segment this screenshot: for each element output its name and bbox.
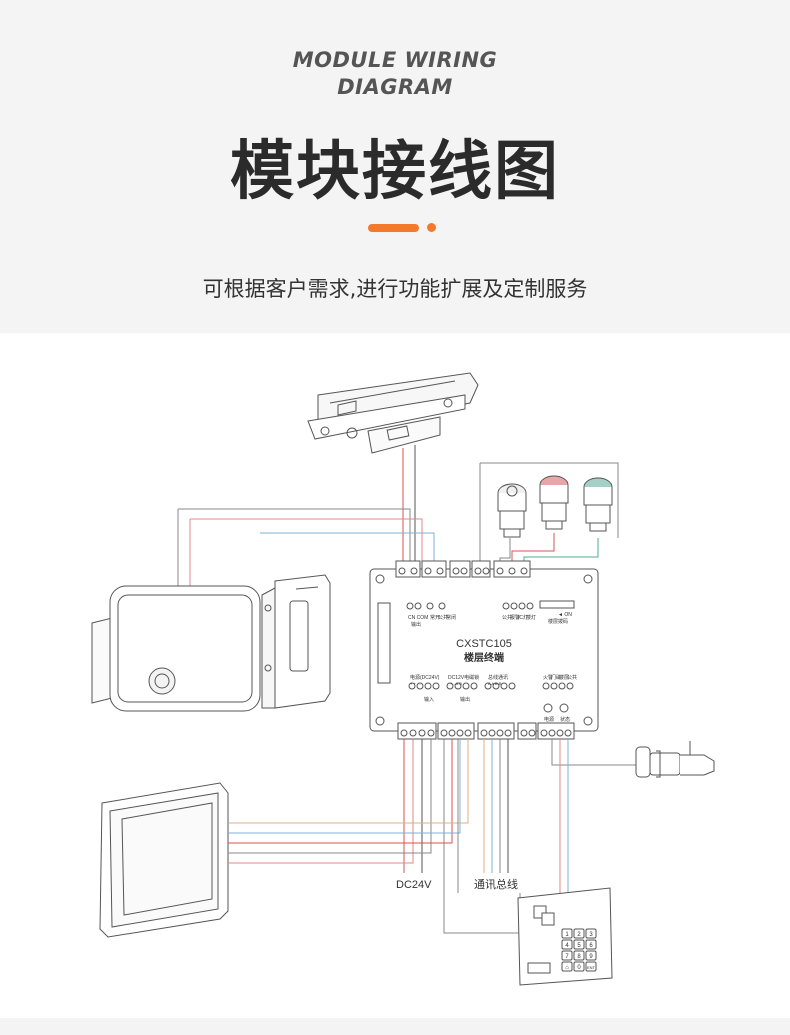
subtitle: 可根据客户需求,进行功能扩展及定制服务	[202, 277, 588, 301]
header-section: MODULE WIRING DIAGRAM 模块接线图 可根据客户需求,进行功能…	[0, 0, 790, 333]
sensor-label-3: 楼层	[559, 674, 569, 681]
keypad-key-box	[573, 939, 585, 950]
keypad-key-label: 0	[577, 965, 581, 971]
module-right-label-2: 报警	[510, 614, 520, 621]
dip-arrow: ◄ ON	[558, 612, 572, 618]
keypad-key-label: 7	[565, 954, 569, 960]
dip-label: 楼层拨码	[548, 618, 568, 625]
module-top-label-4: 常闭	[446, 614, 456, 621]
door-sensor	[635, 741, 715, 778]
lamp-white	[497, 483, 527, 538]
keypad-key-box	[573, 961, 585, 972]
module-top-label-2: 常开	[430, 614, 440, 621]
dc24v-label: DC24V	[396, 879, 432, 891]
module-top-label-3: 公共	[438, 614, 448, 621]
keypad-key-label: 1	[565, 932, 569, 938]
keypad-key-box	[561, 961, 573, 972]
keypad-keys: 1 2 3 4 5 6 7 8 9 ⌂ 0 ENT	[561, 928, 597, 972]
chinese-title: 模块接线图	[230, 135, 560, 209]
power-pins: + + - -	[410, 681, 421, 686]
electric-strike-lock	[307, 372, 479, 454]
keypad-key-box	[561, 950, 573, 961]
module-top-label-1: CN COM	[408, 615, 428, 621]
keypad-key-box	[585, 928, 597, 939]
keypad-key-box	[573, 950, 585, 961]
floor-terminal-module	[369, 560, 599, 740]
bus-label: 总线通讯	[488, 674, 508, 681]
keypad-key-box	[585, 950, 597, 961]
sensor-label-1: 火警	[543, 674, 553, 681]
lamp-red	[539, 475, 569, 530]
keypad-key-label: 3	[589, 932, 593, 938]
module-right-label-4: 楼灯	[526, 614, 536, 621]
indicator-lamps	[497, 475, 613, 538]
wiring-diagram: CXSTC105 楼层终端 CN COM 常开 公共 常闭 输出 公共 报警 I…	[91, 372, 715, 986]
power-label: 电源(DC24V)	[410, 674, 440, 681]
keypad-key-label: 6	[589, 943, 593, 949]
keypad-key-label: ⌂	[565, 965, 569, 971]
keypad-key-label: 5	[577, 943, 581, 949]
keypad-key-label: 2	[577, 932, 581, 938]
accent-dot	[427, 223, 436, 232]
accent-bar	[368, 224, 419, 232]
module-top-sub: 输出	[411, 621, 421, 628]
top-terminals	[395, 560, 531, 578]
module-name: 楼层终端	[464, 651, 504, 664]
keypad-key-label: 4	[565, 943, 569, 949]
led-label-2: 状态	[560, 716, 570, 723]
footer-strip	[0, 1018, 790, 1035]
keypad-key-box	[585, 961, 597, 972]
bus-pins: A A B B	[488, 681, 502, 686]
module-right-label-1: 公共	[502, 614, 512, 621]
input-label: 输入	[424, 696, 434, 703]
lock-label: DC12V电磁锁	[448, 674, 479, 681]
module-right-label-3: IC灯	[518, 614, 528, 621]
keypad-key-box	[561, 928, 573, 939]
keypad-key-box	[585, 939, 597, 950]
keypad-key-box	[561, 939, 573, 950]
english-title-line1: MODULE WIRING	[292, 48, 498, 72]
keypad-key-box	[573, 928, 585, 939]
rim-lock	[91, 574, 331, 712]
output-label: 输出	[460, 696, 470, 703]
lock-pins: + - A B	[450, 681, 462, 686]
module-model: CXSTC105	[456, 638, 512, 650]
sensor-label-4: 公共	[567, 674, 577, 681]
keypad-key-label: 8	[577, 954, 581, 960]
bottom-terminals	[397, 722, 575, 740]
english-title-line2: DIAGRAM	[337, 75, 453, 99]
keypad-key-label: ENT	[587, 965, 596, 970]
lamp-green	[583, 477, 613, 532]
keypad-key-label: 9	[589, 954, 593, 960]
touch-screen-panel	[99, 782, 229, 938]
inner-connectors-bottom	[408, 682, 574, 713]
sensor-label-2: 门磁	[551, 674, 561, 681]
led-label-1: 电源	[544, 716, 554, 723]
inner-connectors-top	[406, 600, 575, 610]
bus-wire-label: 通讯总线	[474, 877, 518, 891]
